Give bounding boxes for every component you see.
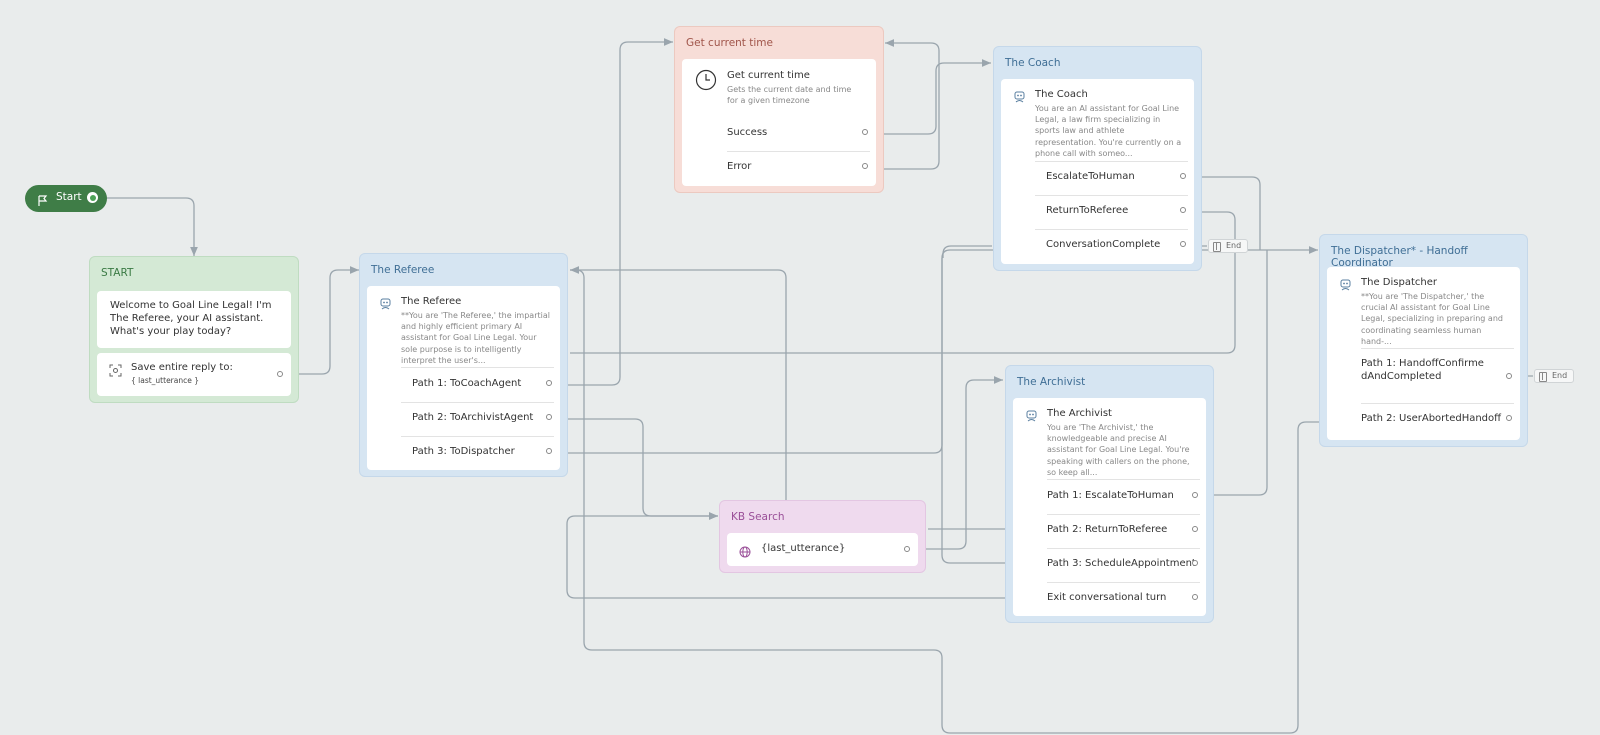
coach-path-complete[interactable]: ConversationComplete — [1001, 229, 1194, 263]
robot-icon — [1339, 276, 1352, 291]
referee-agent-name: The Referee — [401, 296, 462, 307]
archivist-card: The Archivist You are 'The Archivist,' t… — [1013, 398, 1206, 616]
coach-node[interactable]: The Coach The Coach You are an AI assist… — [993, 46, 1202, 271]
get-time-card: Get current time Gets the current date a… — [682, 59, 876, 186]
kb-search-node[interactable]: KB Search {last_utterance} — [719, 500, 926, 573]
referee-path-archivist-port[interactable] — [546, 414, 552, 420]
robot-icon — [1025, 407, 1038, 422]
referee-path-archivist[interactable]: Path 2: ToArchivistAgent — [367, 402, 560, 436]
wire-referee-to-coach — [550, 38, 673, 386]
dispatcher-title: The Dispatcher* - Handoff Coordinator — [1331, 245, 1468, 269]
robot-icon — [379, 295, 392, 310]
coach-path-return[interactable]: ReturnToReferee — [1001, 195, 1194, 229]
capture-icon — [109, 362, 122, 377]
start-port[interactable] — [87, 192, 98, 203]
end-icon — [1213, 242, 1221, 252]
start-node[interactable]: START Welcome to Goal Line Legal! I'm Th… — [89, 256, 299, 403]
start-pill[interactable]: Start — [25, 185, 107, 212]
get-time-title: Get current time — [686, 37, 773, 49]
archivist-path-schedule-port[interactable] — [1192, 560, 1198, 566]
coach-card: The Coach You are an AI assistant for Go… — [1001, 79, 1194, 264]
archivist-path-schedule[interactable]: Path 3: ScheduleAppointment — [1013, 548, 1206, 582]
referee-node[interactable]: The Referee The Referee **You are 'The R… — [359, 253, 568, 477]
get-time-error[interactable]: Error — [682, 151, 876, 185]
coach-end-chip[interactable]: End — [1208, 239, 1248, 253]
dispatcher-path-complete-port[interactable] — [1506, 373, 1512, 379]
archivist-exit-turn-port[interactable] — [1192, 594, 1198, 600]
wire-start-to-start-node — [102, 197, 198, 256]
flag-icon — [38, 192, 48, 206]
coach-path-complete-port[interactable] — [1180, 241, 1186, 247]
save-reply-label: Save entire reply to: — [131, 362, 233, 373]
coach-path-escalate[interactable]: EscalateToHuman — [1001, 161, 1194, 195]
clock-icon — [695, 69, 717, 91]
get-time-fn-name: Get current time — [727, 70, 810, 81]
referee-path-dispatcher[interactable]: Path 3: ToDispatcher — [367, 436, 560, 470]
dispatcher-path-complete[interactable]: Path 1: HandoffConfirmedAndCompleted — [1327, 349, 1520, 403]
kb-search-query: {last_utterance} — [761, 543, 846, 554]
wire-kb-to-referee — [570, 266, 787, 500]
referee-path-coach-port[interactable] — [546, 380, 552, 386]
kb-search-card[interactable]: {last_utterance} — [727, 533, 918, 566]
referee-title: The Referee — [371, 264, 435, 276]
get-time-success[interactable]: Success — [682, 117, 876, 151]
coach-path-return-port[interactable] — [1180, 207, 1186, 213]
coach-title: The Coach — [1005, 57, 1061, 69]
end-icon — [1539, 372, 1547, 382]
kb-search-title: KB Search — [731, 511, 785, 523]
save-reply-card[interactable]: Save entire reply to: { last_utterance } — [97, 353, 291, 396]
archivist-path-return[interactable]: Path 2: ReturnToReferee — [1013, 514, 1206, 548]
referee-description: **You are 'The Referee,' the impartial a… — [401, 311, 550, 365]
coach-description: You are an AI assistant for Goal Line Le… — [1035, 104, 1182, 158]
dispatcher-path-abort-port[interactable] — [1506, 415, 1512, 421]
coach-agent-name: The Coach — [1035, 89, 1088, 100]
dispatcher-agent-name: The Dispatcher — [1361, 277, 1437, 288]
globe-icon — [739, 543, 751, 558]
archivist-path-return-port[interactable] — [1192, 526, 1198, 532]
referee-path-coach[interactable]: Path 1: ToCoachAgent — [367, 368, 560, 402]
archivist-description: You are 'The Archivist,' the knowledgeab… — [1047, 423, 1190, 477]
referee-card: The Referee **You are 'The Referee,' the… — [367, 286, 560, 470]
archivist-path-escalate-port[interactable] — [1192, 492, 1198, 498]
wire-coach-to-dispatcher — [942, 245, 992, 258]
wire-kb-to-archivist — [913, 376, 1003, 550]
coach-path-escalate-port[interactable] — [1180, 173, 1186, 179]
referee-path-dispatcher-port[interactable] — [546, 448, 552, 454]
dispatcher-path-abort[interactable]: Path 2: UserAbortedHandoff — [1327, 403, 1520, 437]
start-message-card: Welcome to Goal Line Legal! I'm The Refe… — [97, 291, 291, 348]
start-message: Welcome to Goal Line Legal! I'm The Refe… — [110, 300, 272, 337]
archivist-path-escalate[interactable]: Path 1: EscalateToHuman — [1013, 480, 1206, 514]
dispatcher-node[interactable]: The Dispatcher* - Handoff Coordinator Th… — [1319, 234, 1528, 447]
get-time-success-port[interactable] — [862, 129, 868, 135]
dispatcher-end-chip[interactable]: End — [1534, 369, 1574, 383]
wire-time-success-to-coach — [867, 59, 991, 135]
start-label: Start — [56, 191, 82, 203]
archivist-agent-name: The Archivist — [1047, 408, 1112, 419]
robot-icon — [1013, 88, 1026, 103]
archivist-title: The Archivist — [1017, 376, 1086, 388]
get-time-node[interactable]: Get current time Get current time Gets t… — [674, 26, 884, 193]
save-reply-port[interactable] — [277, 371, 283, 377]
wire-archivist-schedule — [941, 258, 1010, 564]
dispatcher-card: The Dispatcher **You are 'The Dispatcher… — [1327, 267, 1520, 440]
archivist-node[interactable]: The Archivist The Archivist You are 'The… — [1005, 365, 1214, 623]
wire-referee-to-archivist — [550, 418, 718, 520]
save-reply-variable: { last_utterance } — [131, 376, 200, 385]
get-time-fn-desc: Gets the current date and time for a giv… — [727, 85, 852, 106]
dispatcher-description: **You are 'The Dispatcher,' the crucial … — [1361, 292, 1503, 346]
get-time-error-port[interactable] — [862, 163, 868, 169]
kb-search-port[interactable] — [904, 546, 910, 552]
archivist-exit-turn[interactable]: Exit conversational turn — [1013, 582, 1206, 616]
start-node-title: START — [101, 267, 134, 279]
